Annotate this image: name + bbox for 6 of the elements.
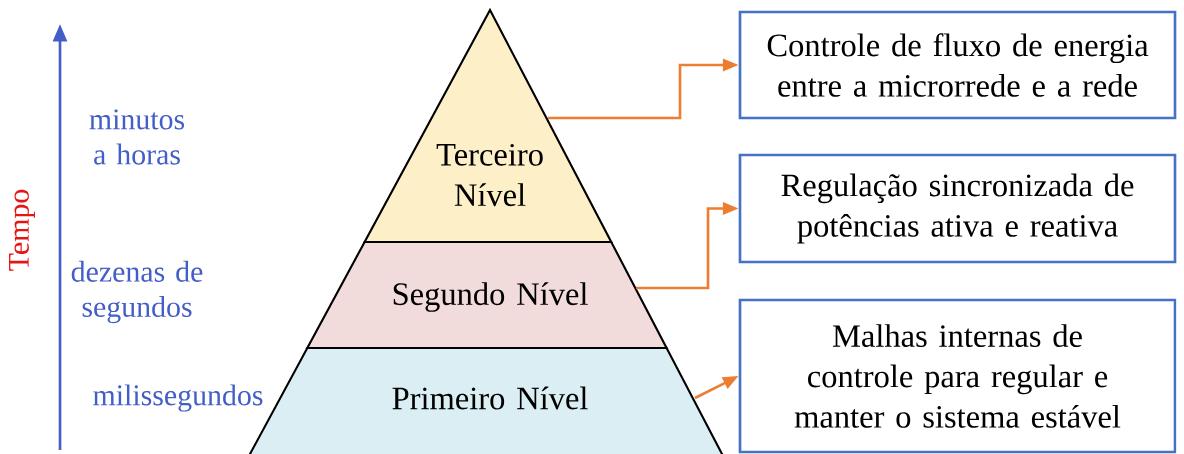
axis-label: Tempo [9, 189, 35, 271]
time-scale-label: dezenas de segundos [71, 260, 203, 324]
description-box: Controle de fluxo de energia entre a microrrede e a rede [738, 10, 1177, 120]
description-box: Malhas internas de controle para regular e manter o sistema estável [738, 298, 1177, 454]
description-box: Regulação sincronizada de potências ativa e reativa [738, 153, 1177, 264]
time-scale-label: minutos a horas [89, 109, 185, 165]
